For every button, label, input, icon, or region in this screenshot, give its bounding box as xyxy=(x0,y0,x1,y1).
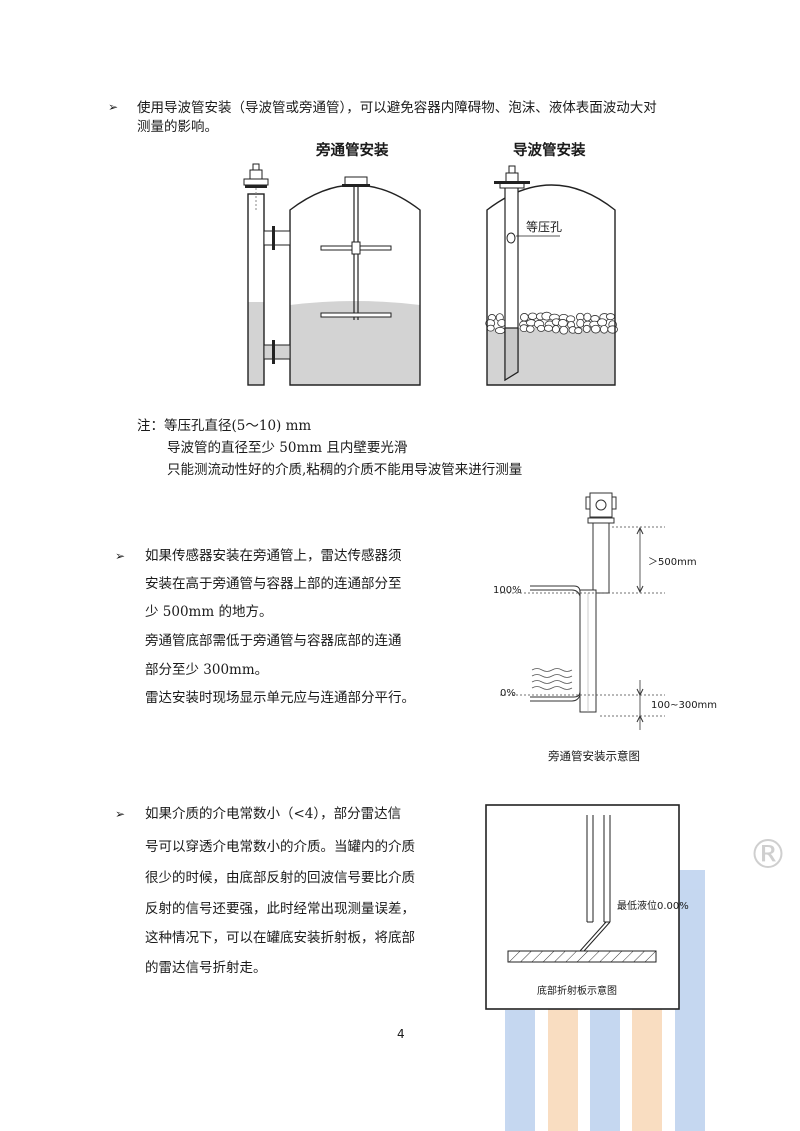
level-100-label: 100% xyxy=(493,585,522,596)
foam-bubble xyxy=(559,325,569,335)
section2-line1: 如果传感器安装在旁通管上，雷达传感器须 xyxy=(145,548,402,564)
min-level-label: 最低液位0.00% xyxy=(617,901,689,912)
foam-bubble xyxy=(526,325,535,333)
bullet-icon: ➢ xyxy=(115,807,126,821)
section3-line3: 很少的时候，由底部反射的回波信号要比介质 xyxy=(145,870,415,886)
section2-line4: 旁通管底部需低于旁通管与容器底部的连通 xyxy=(145,633,402,649)
reflector-plate-diagram xyxy=(485,804,680,1010)
reflector-plate-caption: 底部折射板示意图 xyxy=(537,986,617,997)
guide-tube-install-title: 导波管安装 xyxy=(513,143,586,159)
section2-line6: 雷达安装时现场显示单元应与连通部分平行。 xyxy=(145,690,415,706)
bypass-schematic-caption: 旁通管安装示意图 xyxy=(548,749,640,763)
dim-bottom-label: 100~300mm xyxy=(651,700,718,711)
section3-line2: 号可以穿透介电常数小的介质。当罐内的介质 xyxy=(145,839,415,855)
dim-top-label: ＞500mm xyxy=(648,557,697,568)
level-0-label: 0% xyxy=(500,688,516,699)
section3-line6: 的雷达信号折射走。 xyxy=(145,960,267,976)
section2-line3: 少 500mm 的地方。 xyxy=(145,604,273,620)
equal-pressure-hole-label: 等压孔 xyxy=(526,220,563,234)
section2-line5: 部分至少 300mm。 xyxy=(145,662,269,678)
foam-bubble xyxy=(551,325,560,334)
section3-line4: 反射的信号还要强，此时经常出现测量误差， xyxy=(145,901,415,917)
bullet-icon: ➢ xyxy=(115,549,126,563)
bypass-tank-diagram xyxy=(243,163,421,386)
section2-line2: 安装在高于旁通管与容器上部的连通部分至 xyxy=(145,576,402,592)
registered-mark: ® xyxy=(748,832,788,878)
section1-line1: 使用导波管安装（导波管或旁通管），可以避免容器内障碍物、泡沫、液体表面波动大对 xyxy=(137,100,657,116)
section1-line2: 测量的影响。 xyxy=(137,119,218,135)
bypass-schematic-diagram xyxy=(500,492,665,730)
note-line3: 只能测流动性好的介质,粘稠的介质不能用导波管来进行测量 xyxy=(167,462,523,478)
guide-tube-tank-diagram xyxy=(485,165,618,386)
foam-bubble xyxy=(574,327,583,335)
bullet-icon: ➢ xyxy=(108,100,119,114)
foam-bubble xyxy=(582,324,591,333)
note-line2: 导波管的直径至少 50mm 且内壁要光滑 xyxy=(167,440,408,456)
bypass-install-title: 旁通管安装 xyxy=(316,143,389,159)
note-line1: 注：等压孔直径(5～10) mm xyxy=(137,418,312,434)
page-number: 4 xyxy=(397,1027,405,1041)
section3-line5: 这种情况下，可以在罐底安装折射板，将底部 xyxy=(145,930,415,946)
section3-line1: 如果介质的介电常数小（<4），部分雷达信 xyxy=(145,806,402,822)
